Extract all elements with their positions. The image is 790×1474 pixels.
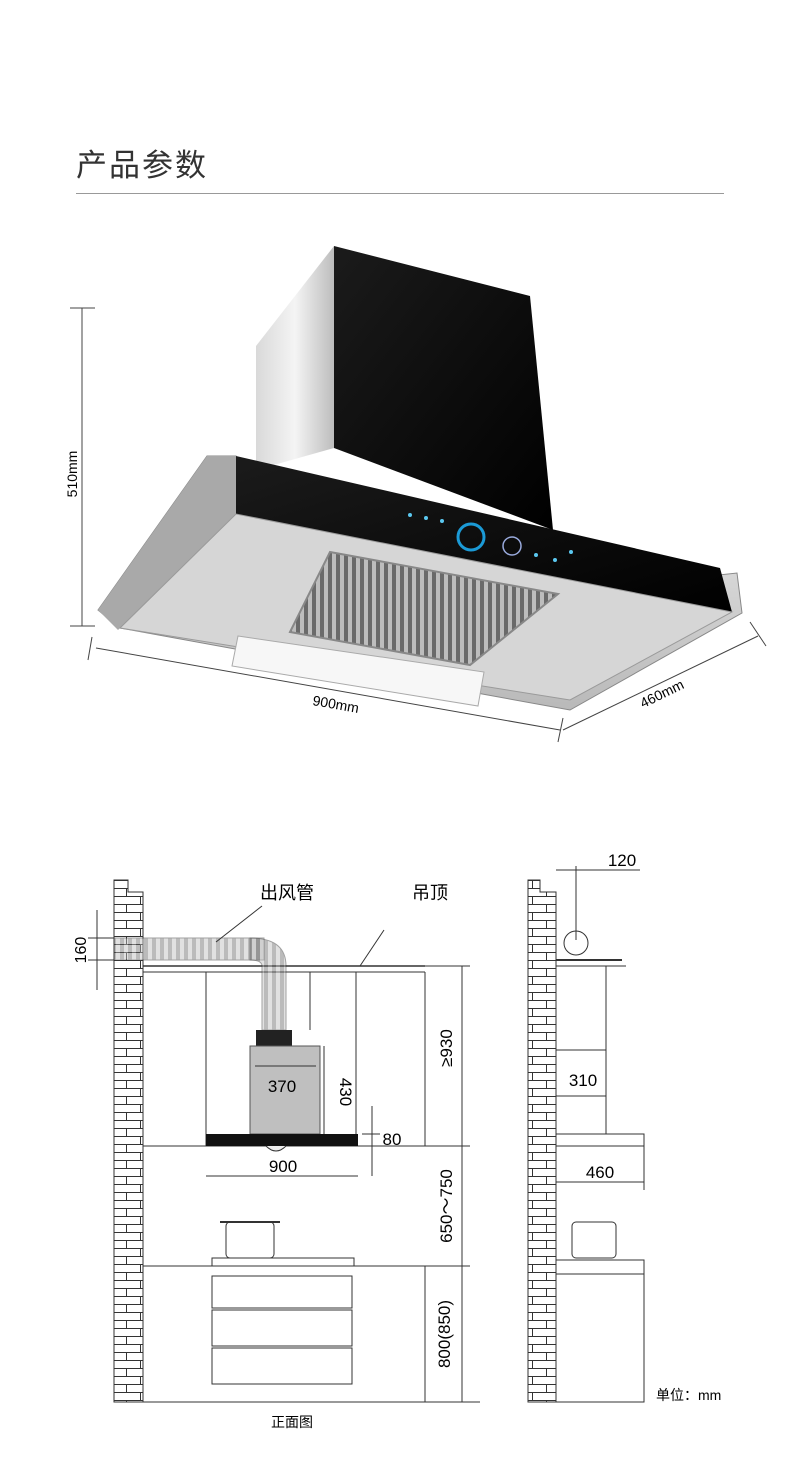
light-bar [231, 635, 485, 707]
front-dimension-lines [88, 905, 470, 1402]
page-title: 产品参数 [76, 148, 208, 184]
pot [225, 1221, 275, 1259]
touch-key-icon [440, 519, 444, 523]
side-brick-wall [527, 879, 557, 1403]
width-label: 900mm [311, 692, 360, 716]
chimney-front [334, 246, 553, 530]
hood-width-label: 900 [269, 1157, 297, 1176]
touch-key-icon [569, 550, 573, 554]
canopy-end-cap [98, 456, 236, 630]
clock-icon [502, 536, 522, 556]
side-view-drawing: 120 310 460 单位：mm [527, 851, 721, 1403]
height-label: 510mm [64, 451, 80, 498]
front-view-drawing: 出风管 吊顶 160 370 430 ≥930 80 900 650～750 8… [73, 879, 480, 1430]
hood-panel [206, 1134, 358, 1146]
install-height-label: 650～750 [437, 1169, 456, 1243]
wall-offset-label: 120 [608, 851, 636, 870]
power-ring-icon [456, 522, 486, 552]
chimney-side [256, 246, 334, 470]
side-dimension-lines [556, 866, 645, 1190]
touch-key-icon [553, 558, 557, 562]
box-width-label: 370 [268, 1077, 296, 1096]
front-view-caption: 正面图 [271, 1414, 313, 1430]
product-dimensions [70, 307, 767, 743]
side-hood [555, 1133, 645, 1147]
box-height-label: 430 [336, 1078, 355, 1106]
counter-height-label: 800(850) [435, 1300, 454, 1368]
chimney-box [249, 1045, 321, 1135]
cooktop [211, 1257, 355, 1267]
duct-collar [256, 1030, 292, 1046]
side-counter [555, 1273, 645, 1403]
panel-thickness-label: 80 [383, 1130, 402, 1149]
touch-key-icon [424, 516, 428, 520]
ceiling-label: 吊顶 [412, 883, 448, 903]
clearance-label: ≥930 [437, 1029, 456, 1067]
exhaust-duct [113, 937, 265, 961]
unit-note: 单位：mm [656, 1387, 721, 1403]
brick-wall [113, 879, 144, 1403]
touch-key-icon [408, 513, 412, 517]
grease-filter [288, 550, 561, 667]
hood-depth-label: 460 [586, 1163, 614, 1182]
depth-label: 460mm [637, 676, 686, 711]
duct-label: 出风管 [260, 883, 314, 903]
touch-key-icon [534, 553, 538, 557]
side-chimney-box [555, 1049, 607, 1135]
side-pot [571, 1221, 617, 1259]
title-divider [76, 193, 724, 194]
side-cooktop [555, 1259, 645, 1275]
duct-height-label: 160 [73, 937, 90, 964]
box-depth-label: 310 [569, 1071, 597, 1090]
range-hood-illustration [97, 246, 743, 711]
exhaust-duct-elbow [249, 937, 287, 1031]
